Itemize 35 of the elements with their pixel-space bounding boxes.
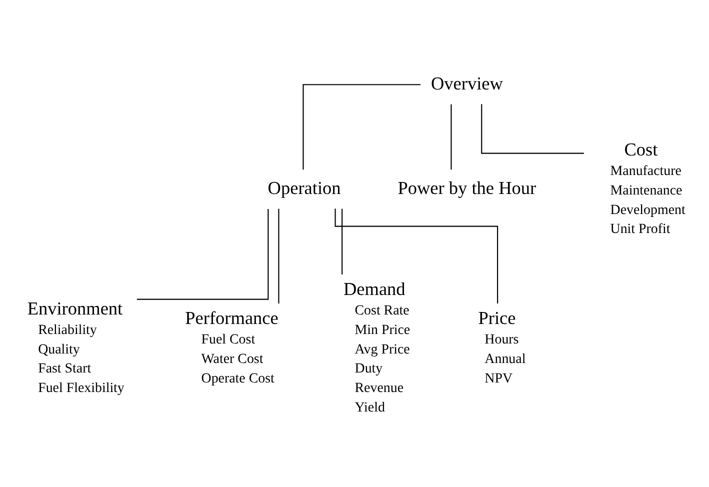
- node-label: Fuel Cost: [201, 332, 256, 348]
- node-label: Fuel Flexibility: [38, 380, 124, 396]
- node-label: Fast Start: [38, 362, 92, 377]
- node-text: Performance: [185, 308, 278, 328]
- node-text: Demand: [343, 279, 406, 300]
- connector: [302, 84, 421, 170]
- connector: [450, 104, 452, 170]
- node-label: Cost Rate: [354, 304, 410, 319]
- node-label: Duty: [354, 362, 383, 377]
- node-label: Yield: [354, 400, 385, 416]
- node-label: Hours: [484, 332, 519, 348]
- connector: [481, 104, 584, 154]
- node-label: Maintenance: [610, 183, 682, 198]
- connector: [334, 208, 498, 304]
- node-text: Price: [478, 308, 516, 328]
- node-label: NPV: [484, 371, 513, 386]
- node-label: Unit Profit: [610, 222, 670, 238]
- node-text: Overview: [430, 74, 503, 94]
- node-text: Power by the Hour: [398, 178, 536, 198]
- node-text: Operation: [268, 178, 341, 198]
- connector: [278, 208, 280, 304]
- node-label: Quality: [38, 342, 80, 358]
- node-label: Revenue: [354, 380, 404, 396]
- node-text: Environment: [27, 298, 123, 318]
- node-label: Development: [610, 202, 686, 218]
- node-label: Water Cost: [201, 352, 264, 367]
- node-label: Operate Cost: [201, 371, 274, 386]
- node-label: Manufacture: [610, 164, 682, 180]
- node-label: Min Price: [354, 323, 410, 338]
- connector: [342, 208, 343, 274]
- node-label: Reliability: [38, 323, 97, 338]
- node-text: Cost: [624, 140, 658, 160]
- node-label: Annual: [484, 352, 526, 367]
- connector: [136, 208, 269, 300]
- node-label: Avg Price: [354, 342, 410, 358]
